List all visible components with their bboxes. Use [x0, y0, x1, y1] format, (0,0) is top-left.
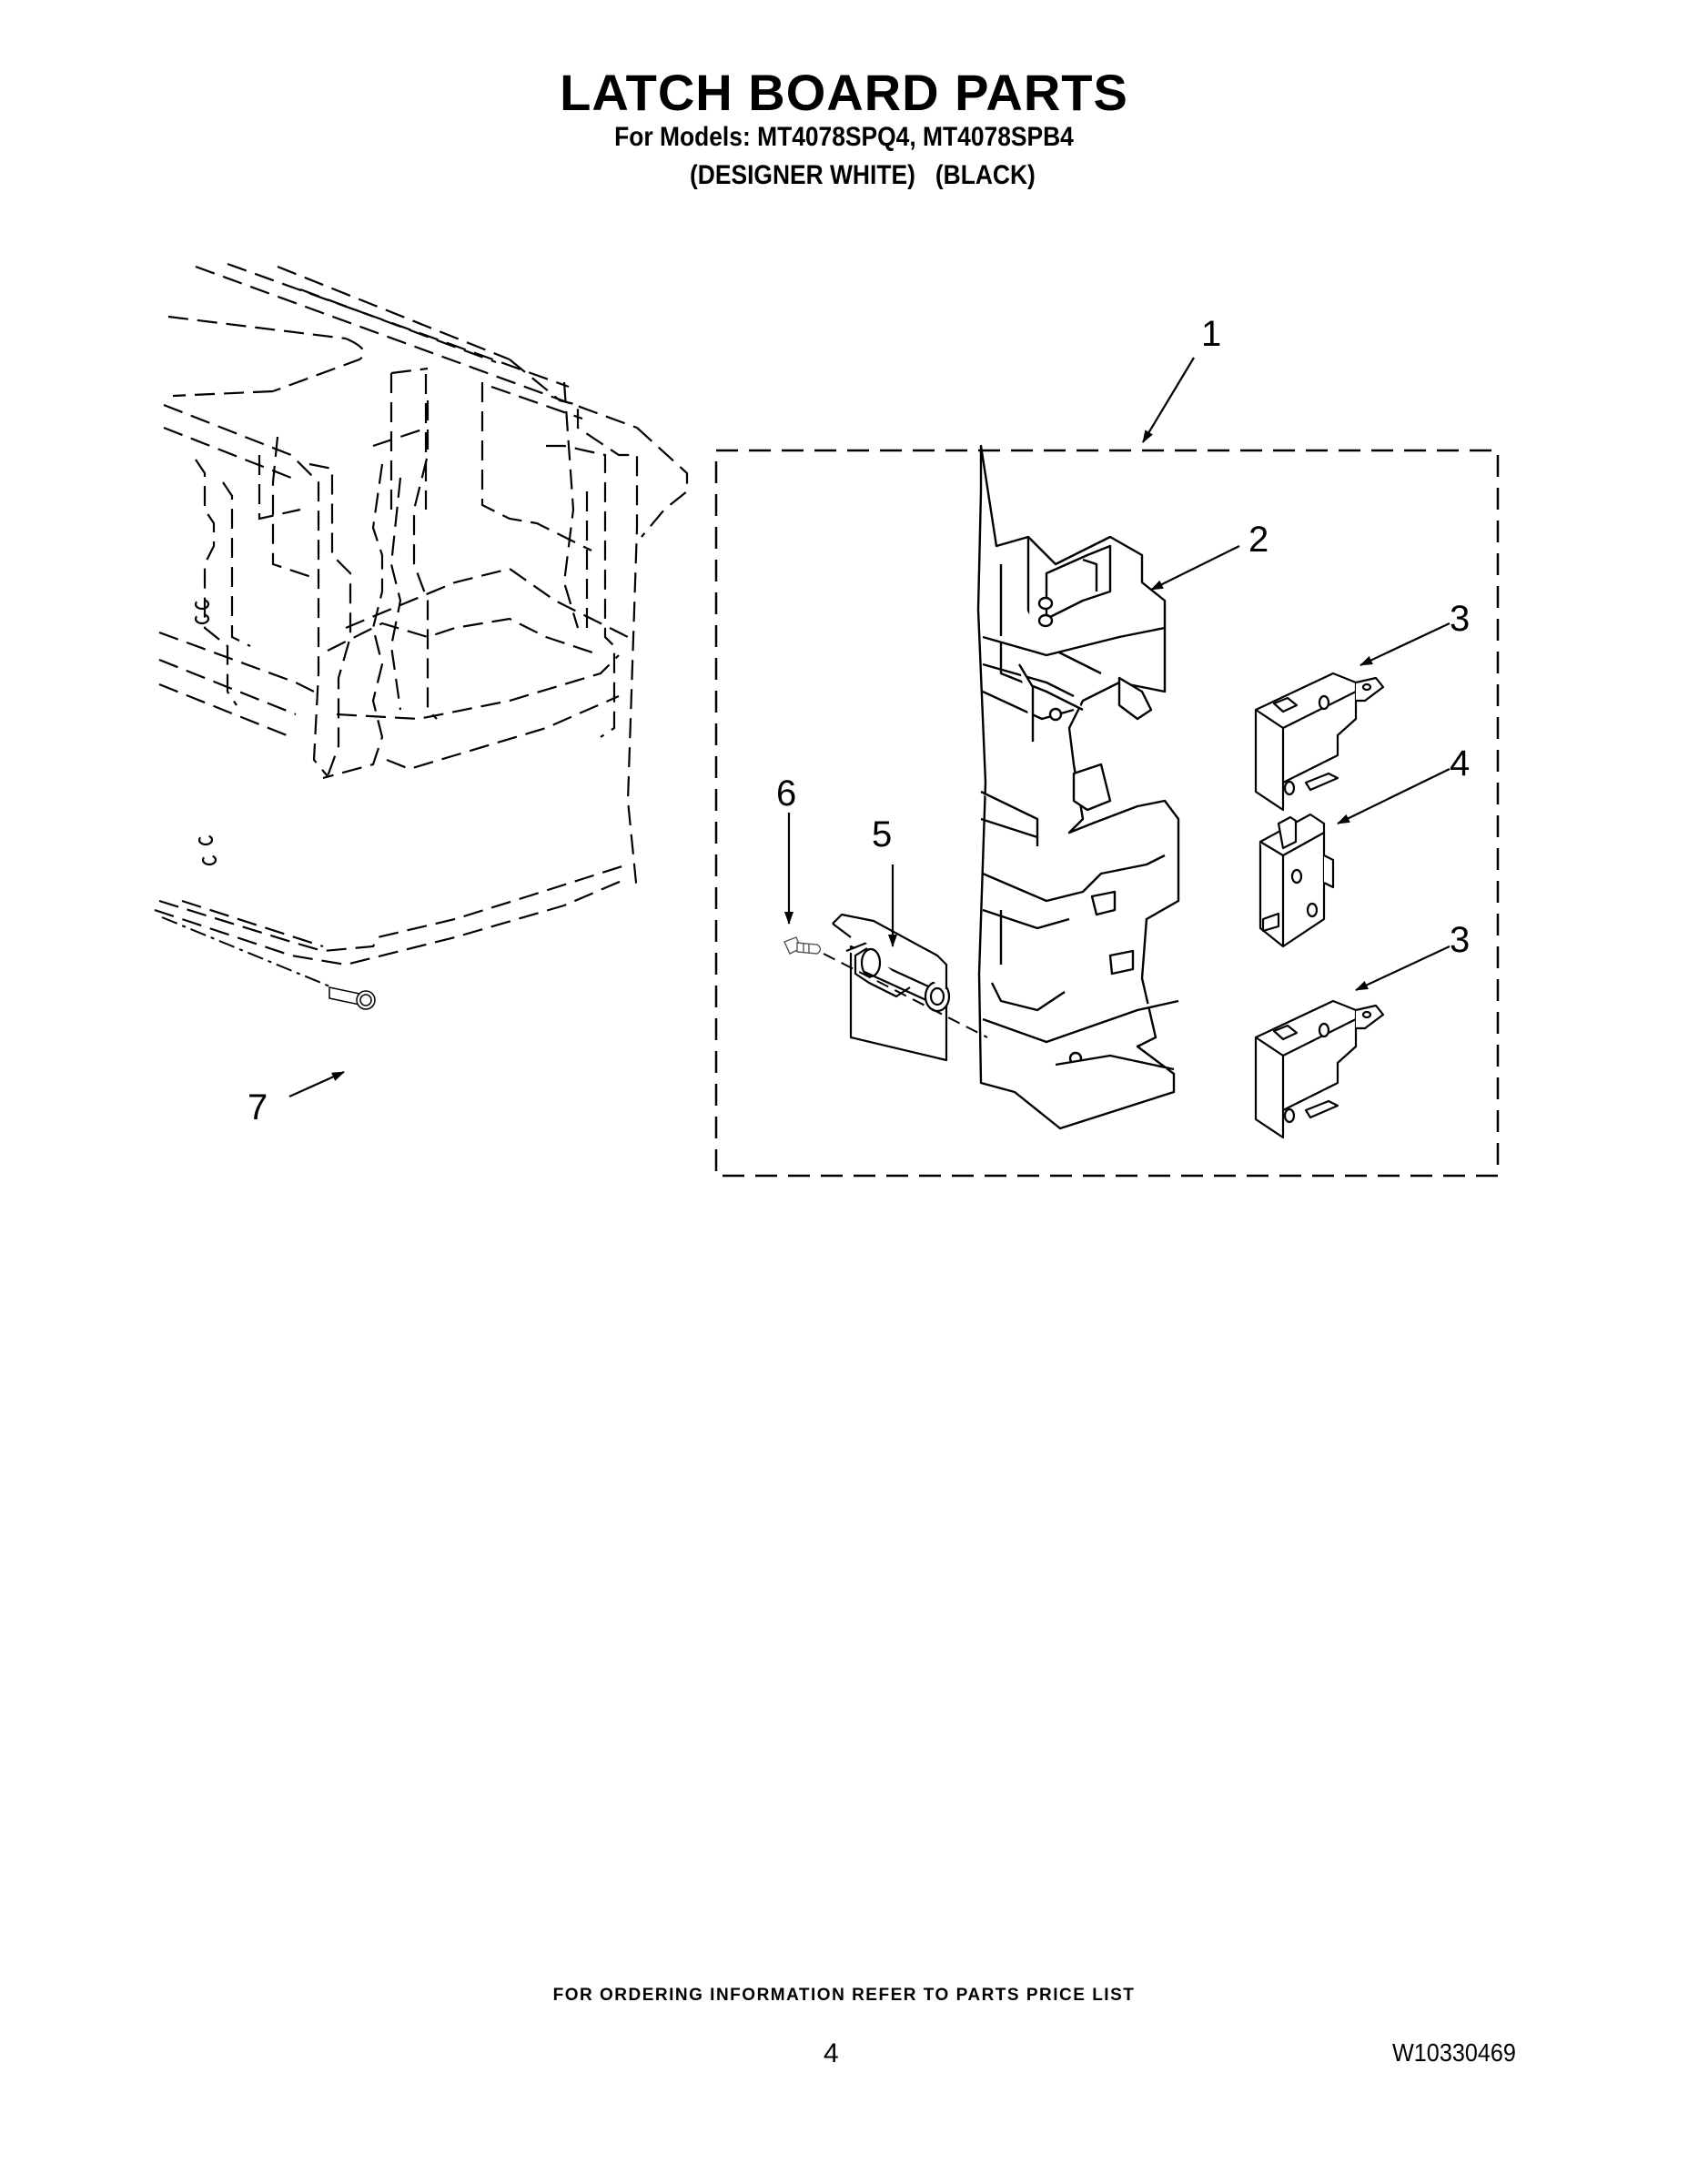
callout-2: 2 [1248, 520, 1269, 560]
latch-lever-5 [832, 913, 951, 1062]
callout-4-arrow [1337, 768, 1450, 824]
screw-6-icon [783, 936, 822, 955]
callout-1: 1 [1201, 314, 1221, 354]
page-number: 4 [824, 2038, 839, 2068]
document-number: W10330469 [1392, 2038, 1516, 2067]
models-line: For Models: MT4078SPQ4, MT4078SPB4 [614, 122, 1074, 152]
variants-line: (DESIGNER WHITE) (BLACK) [690, 160, 1036, 190]
callout-4: 4 [1450, 743, 1470, 784]
screw-7-icon [329, 986, 376, 1010]
ordering-note: FOR ORDERING INFORMATION REFER TO PARTS … [552, 1986, 1136, 2005]
callout-1-arrow [1142, 357, 1195, 443]
callout-3-upper: 3 [1450, 599, 1470, 639]
monitor-switch-4 [1258, 813, 1335, 948]
microwave-cabinet-outline [154, 262, 689, 966]
callout-7: 7 [248, 1087, 268, 1127]
callout-3-lower-arrow [1355, 945, 1450, 991]
screw-6-guide-line [823, 953, 988, 1038]
microswitch-3-lower [1254, 999, 1385, 1139]
callout-3-lower: 3 [1450, 920, 1470, 960]
callout-7-arrow [288, 1070, 345, 1098]
callout-5: 5 [872, 814, 892, 854]
latch-board-part-2 [976, 444, 1180, 1130]
callout-2-arrow [1150, 545, 1240, 591]
page-title: LATCH BOARD PARTS [560, 64, 1128, 121]
microswitch-3-upper [1254, 672, 1385, 812]
callout-3-upper-arrow [1359, 622, 1450, 666]
callout-6: 6 [776, 774, 796, 814]
